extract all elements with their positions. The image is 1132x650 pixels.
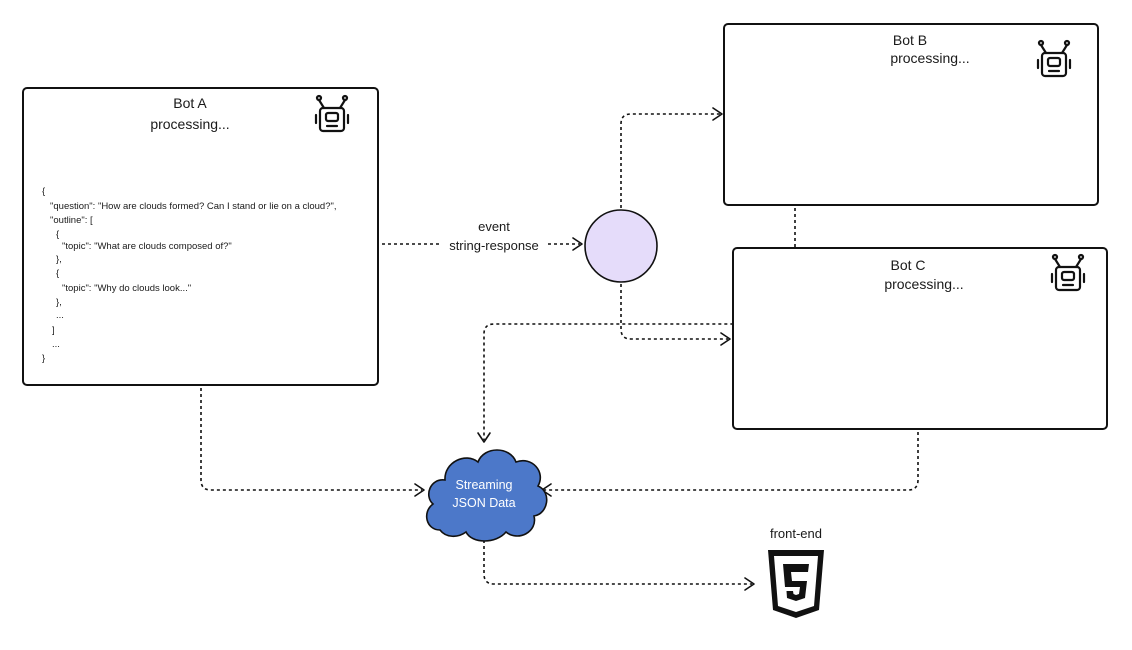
bot-c-frame — [732, 247, 1108, 430]
json-line-5: "topic": "What are clouds composed of?" — [62, 241, 232, 252]
json-line-3: "outline": [ — [50, 215, 93, 226]
json-line-9: }, — [56, 297, 62, 308]
arrowhead-frontend — [744, 577, 755, 591]
arrowhead-stream-left — [414, 483, 425, 497]
bot-a-robot-icon — [314, 94, 350, 133]
connector-bot-a-to-stream — [200, 388, 422, 491]
connector-event-to-bot-c — [620, 284, 728, 340]
bot-b-status: processing... — [890, 50, 969, 66]
bot-a-status: processing... — [150, 116, 229, 132]
event-label-line-2: string-response — [449, 238, 539, 253]
event-label: event string-response — [449, 219, 539, 253]
arrowhead-stream-top — [477, 432, 491, 443]
json-line-4: { — [56, 229, 59, 240]
event-label-line-1: event — [478, 219, 510, 234]
json-line-11: ] — [52, 325, 55, 336]
stream-label-line-2: JSON Data — [452, 496, 515, 510]
json-line-1: { — [42, 186, 45, 197]
bot-a-box: Bot A processing... { "question": "How a… — [22, 87, 379, 386]
connector-bot-c-to-stream — [544, 432, 919, 491]
bot-c-status: processing... — [884, 276, 963, 292]
html5-icon — [768, 550, 824, 618]
bot-b-box: Bot B processing... — [723, 23, 1099, 206]
bot-a-json-block: { "question": "How are clouds formed? Ca… — [42, 186, 337, 364]
connector-stream-to-frontend — [483, 540, 752, 585]
stream-label-line-1: Streaming — [456, 478, 513, 492]
arrowhead-event — [572, 237, 583, 251]
arrowhead-bot-c — [720, 332, 731, 346]
json-line-7: { — [56, 268, 59, 279]
cloud-icon — [425, 449, 548, 542]
bot-c-box: Bot C processing... — [732, 247, 1108, 430]
bot-c-robot-icon — [1050, 253, 1086, 292]
streaming-cloud: Streaming JSON Data — [425, 449, 548, 542]
bot-a-title: Bot A — [173, 95, 207, 111]
bot-b-frame — [723, 23, 1099, 206]
json-line-13: } — [42, 353, 45, 364]
json-line-12: ... — [52, 339, 60, 350]
connector-event-to-bot-b — [620, 113, 720, 208]
event-node — [584, 209, 658, 283]
bot-c-title: Bot C — [890, 257, 925, 273]
frontend-label: front-end — [770, 526, 822, 541]
json-line-6: }, — [56, 254, 62, 265]
json-line-8: "topic": "Why do clouds look..." — [62, 283, 191, 294]
json-line-2: "question": "How are clouds formed? Can … — [50, 201, 337, 212]
bot-a-frame — [22, 87, 379, 386]
json-line-10: ... — [56, 310, 64, 321]
bot-b-title: Bot B — [893, 32, 927, 48]
frontend: front-end — [768, 526, 824, 618]
bot-b-robot-icon — [1036, 39, 1072, 78]
arrowhead-bot-b — [712, 107, 723, 121]
